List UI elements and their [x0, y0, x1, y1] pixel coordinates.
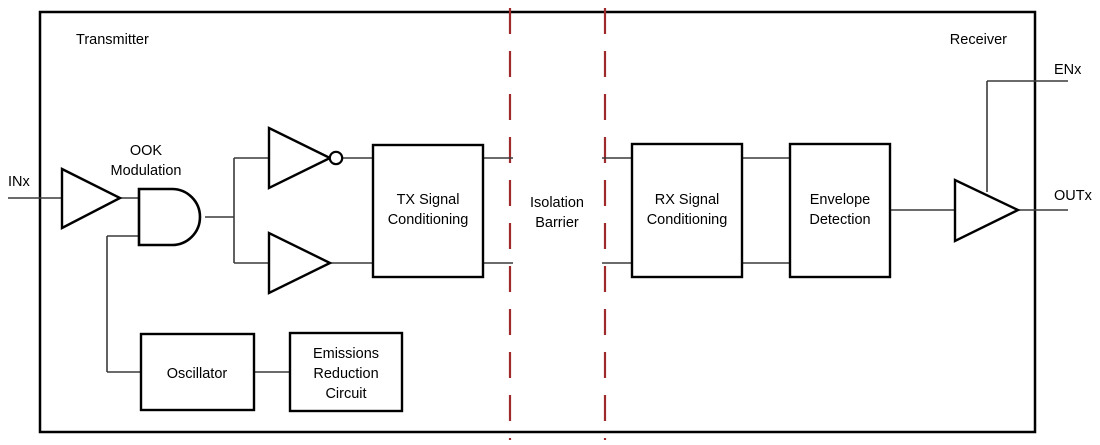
block-emissions-reduction-circuit[interactable] — [288, 331, 404, 413]
block-emissions-reduction-circuit-line1: Emissions — [313, 346, 379, 362]
pin-label-inx: INx — [8, 174, 31, 190]
input-buffer-gate — [60, 167, 123, 230]
isolation-barrier-label-line1: Isolation — [530, 195, 584, 211]
block-tx-signal-conditioning[interactable] — [371, 143, 485, 279]
block-envelope-detection-line1: Envelope — [810, 192, 870, 208]
block-rx-signal-conditioning-line1: RX Signal — [655, 192, 719, 208]
tx-buffer-gate — [267, 231, 333, 295]
annotation-ook-line2: Modulation — [111, 163, 182, 179]
block-tx-signal-conditioning-line1: TX Signal — [397, 192, 460, 208]
pin-label-outx: OUTx — [1054, 188, 1093, 204]
block-emissions-reduction-circuit-line2: Reduction — [313, 366, 378, 382]
block-envelope-detection-line2: Detection — [809, 212, 870, 228]
pin-label-enx: ENx — [1054, 62, 1082, 78]
block-rx-signal-conditioning-line2: Conditioning — [647, 212, 728, 228]
inverter-gate — [267, 126, 333, 190]
device-outline — [38, 10, 1037, 434]
isolation-barrier-label-line2: Barrier — [535, 215, 579, 231]
block-rx-signal-conditioning[interactable] — [630, 142, 744, 279]
block-emissions-reduction-circuit-line3: Circuit — [325, 386, 366, 402]
and-gate — [137, 187, 202, 247]
section-label-receiver: Receiver — [950, 32, 1007, 48]
inverter-bubble-icon — [328, 150, 344, 166]
block-envelope-detection[interactable] — [788, 142, 892, 279]
output-buffer-gate — [953, 178, 1021, 243]
block-tx-signal-conditioning-line2: Conditioning — [388, 212, 469, 228]
block-oscillator[interactable] — [139, 332, 256, 412]
annotation-ook-line1: OOK — [130, 143, 163, 159]
block-oscillator-label: Oscillator — [167, 366, 228, 382]
section-label-transmitter: Transmitter — [76, 32, 149, 48]
